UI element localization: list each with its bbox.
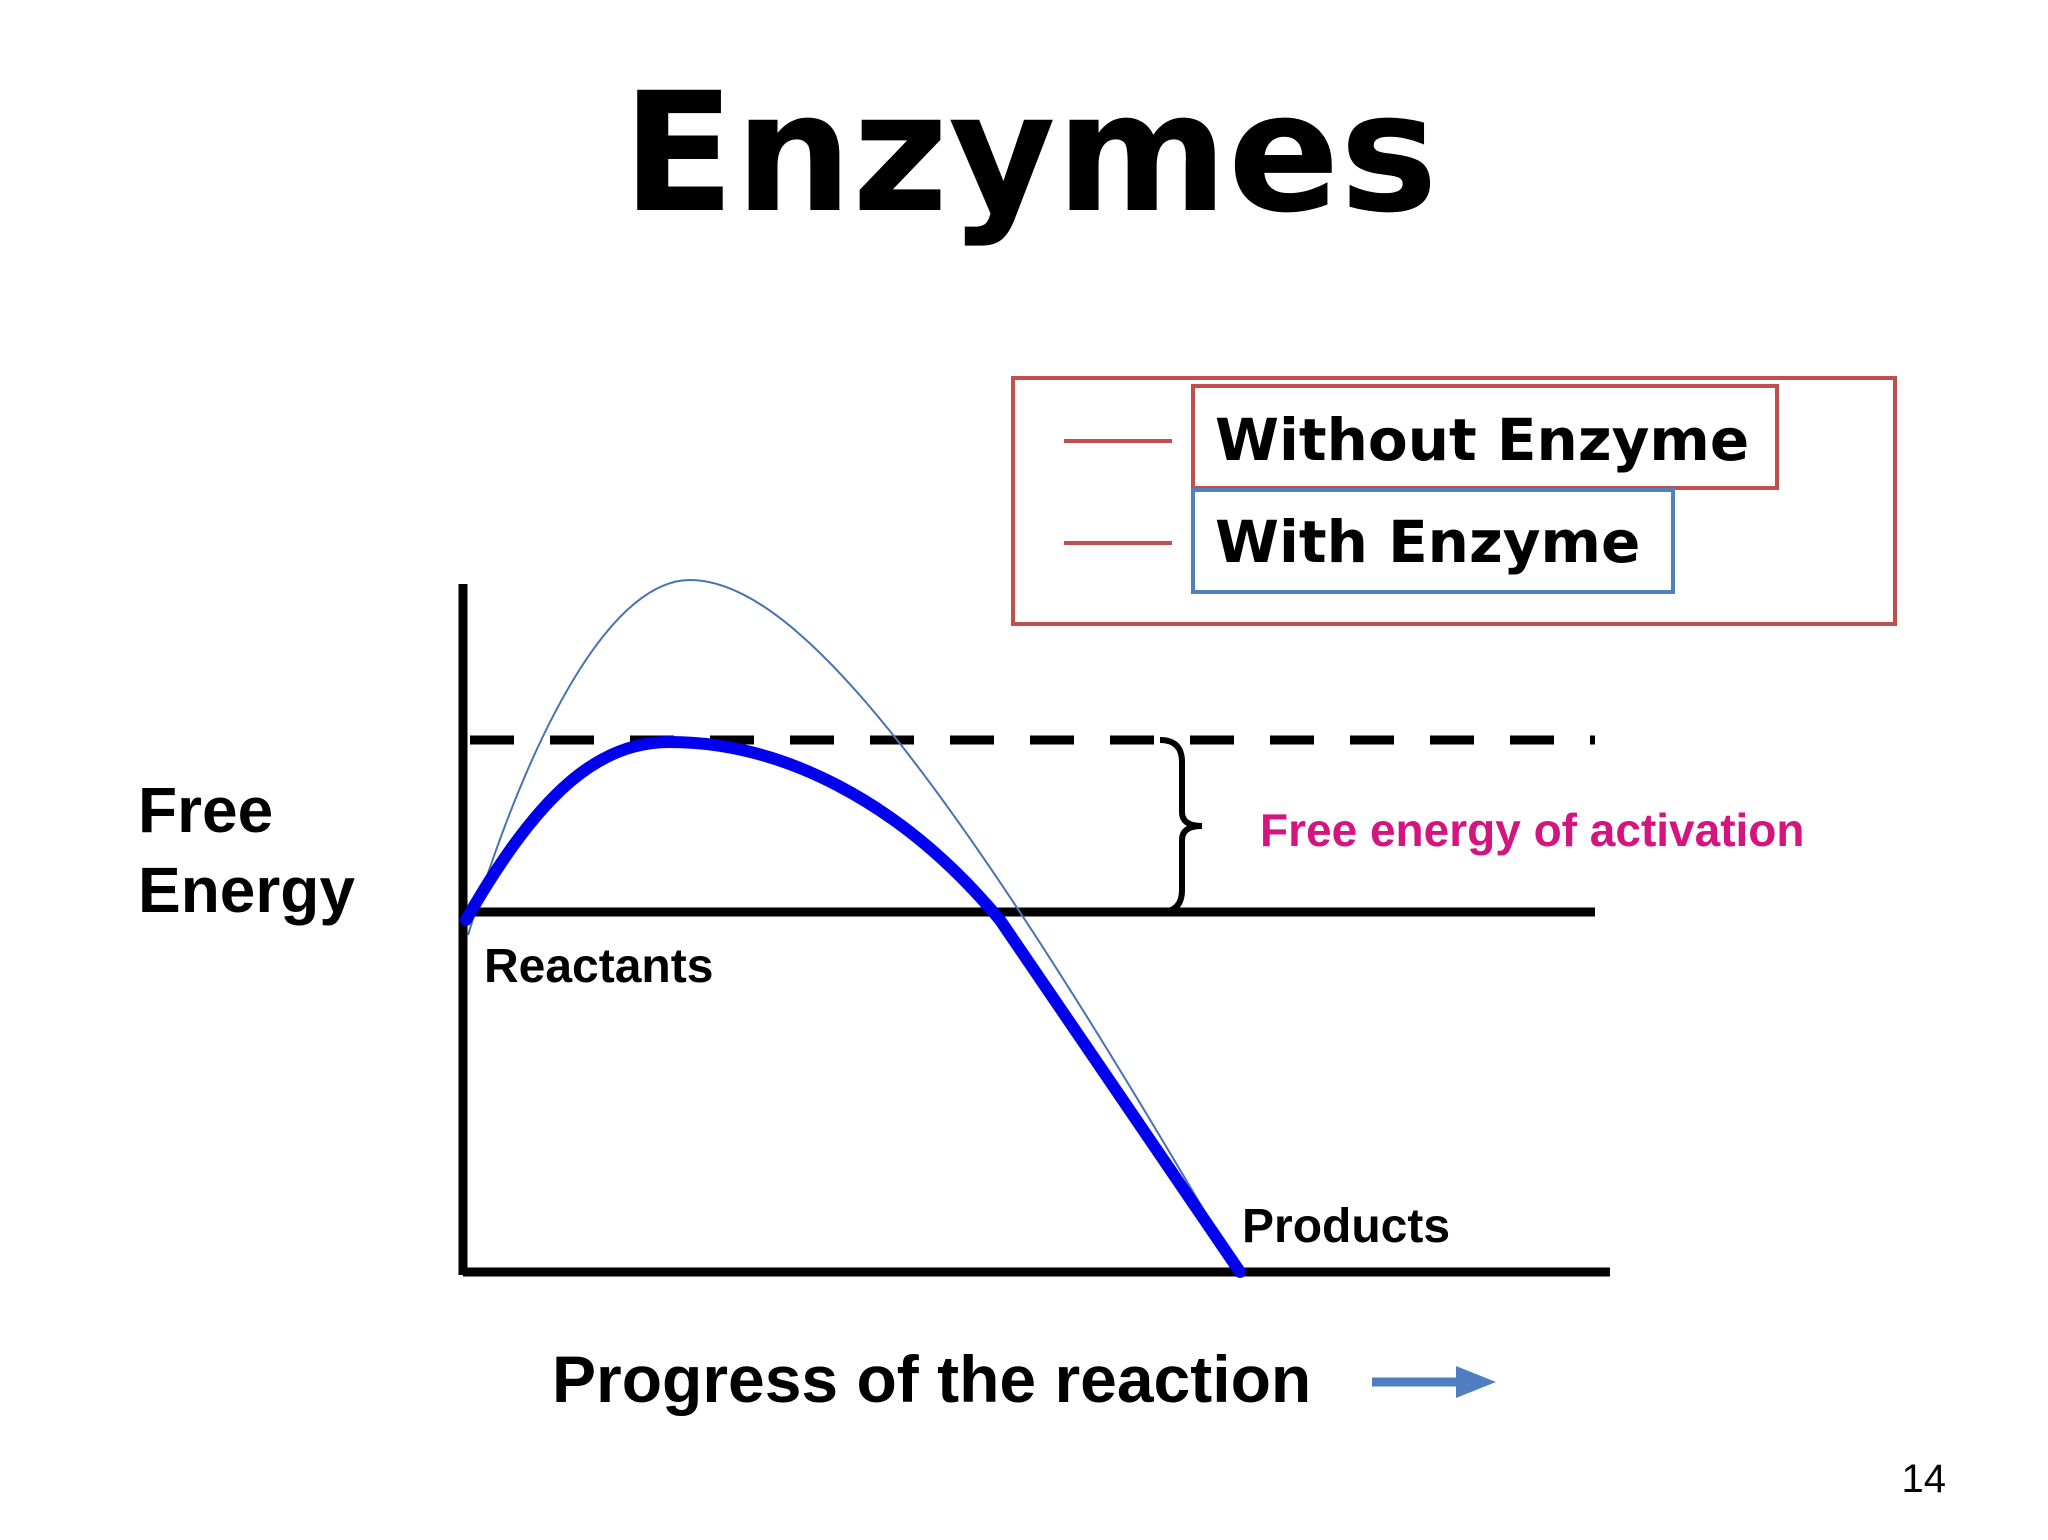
without-enzyme-curve [467, 578, 1241, 1273]
legend-outer-border [1011, 376, 1897, 626]
x-axis-label: Progress of the reaction [552, 1342, 1311, 1416]
legend: Without Enzyme With Enzyme [1011, 376, 1897, 626]
legend-box-without-enzyme [1191, 384, 1779, 490]
products-label: Products [1242, 1200, 1450, 1253]
legend-label-with-enzyme: With Enzyme [1215, 508, 1640, 576]
page-title: Enzymes [622, 57, 1438, 249]
legend-label-without-enzyme: Without Enzyme [1215, 406, 1749, 474]
right-arrow-icon [1372, 1366, 1496, 1398]
activation-brace-icon [1159, 737, 1203, 915]
y-axis-label-line2: Energy [138, 854, 355, 926]
with-enzyme-curve [460, 735, 1246, 1278]
y-axis-label-line1: Free [138, 774, 273, 846]
reactants-label: Reactants [484, 940, 713, 993]
legend-box-with-enzyme [1191, 488, 1675, 594]
page-number: 14 [1902, 1457, 1947, 1501]
activation-energy-label: Free energy of activation [1260, 804, 1805, 856]
